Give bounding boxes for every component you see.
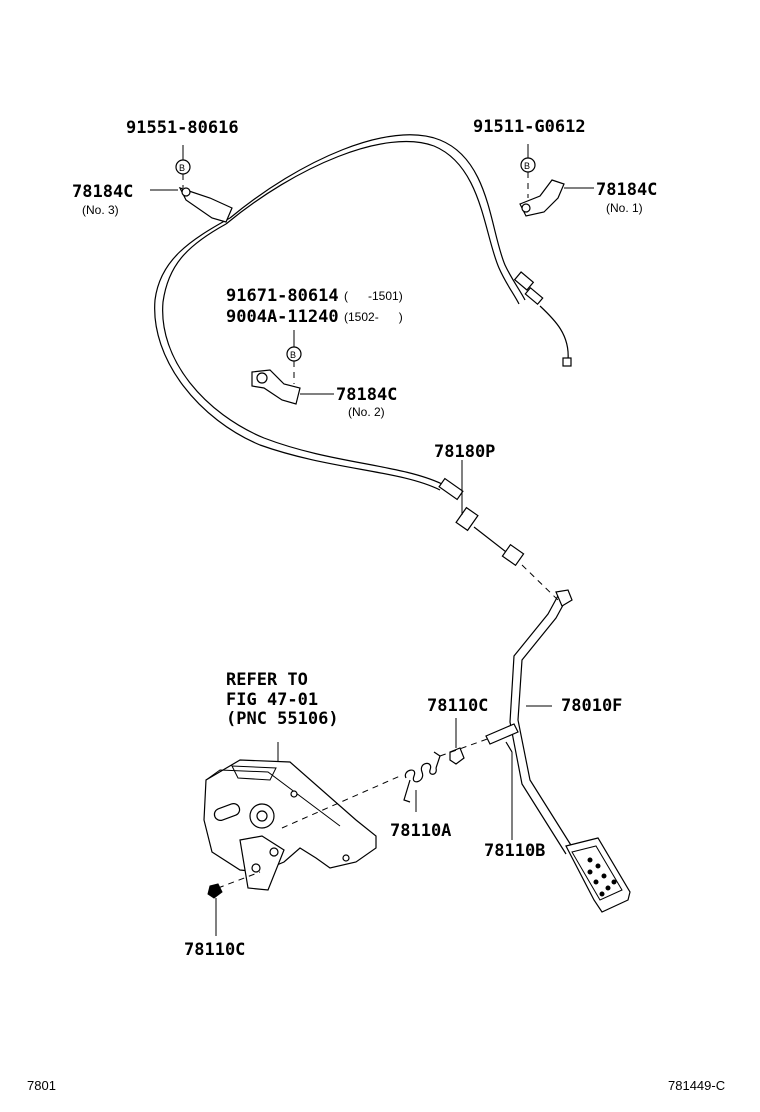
- label-clamp-no1-sub: (No. 1): [606, 201, 643, 215]
- label-pedal: 78010F: [561, 696, 622, 716]
- label-clamp-no3: 78184C: [72, 182, 133, 202]
- accelerator-pedal-assembly: [485, 589, 631, 913]
- pedal-bushing: [449, 718, 465, 765]
- footer-left: 7801: [27, 1078, 56, 1093]
- label-refer-line2: FIG 47-01: [226, 690, 318, 710]
- bolt-mark-b-no3: [175, 159, 191, 175]
- label-clamp-no2: 78184C: [336, 385, 397, 405]
- label-bolt-no1: 91511-G0612: [473, 117, 586, 137]
- label-nut: 78110C: [184, 940, 245, 960]
- label-refer-line3: (PNC 55106): [226, 709, 339, 729]
- cable-clamp-no2: [251, 330, 334, 405]
- bracket-nut: [207, 883, 223, 936]
- label-clamp-no2-sub: (No. 2): [348, 405, 385, 419]
- part-labels: 91551-80616 78184C (No. 3) B 91511-G0612…: [27, 117, 725, 1093]
- label-bolt-no2-a: 91671-80614: [226, 286, 339, 306]
- label-bolt-no2-a-range: ( -1501): [344, 289, 403, 303]
- label-bolt-no2-b-range: (1502- ): [344, 310, 403, 324]
- label-bolt-no3: 91551-80616: [126, 118, 239, 138]
- mark-b-no3: B: [179, 163, 185, 173]
- label-clamp-no1: 78184C: [596, 180, 657, 200]
- pedal-bracket: [203, 737, 491, 891]
- label-clamp-no3-sub: (No. 3): [82, 203, 119, 217]
- accelerator-cable: [154, 134, 572, 601]
- label-bushing: 78110C: [427, 696, 488, 716]
- label-spring: 78110A: [390, 821, 451, 841]
- bolt-mark-b-no2: [286, 346, 302, 362]
- mark-b-no1: B: [524, 161, 530, 171]
- label-cable: 78180P: [434, 442, 495, 462]
- label-stopper: 78110B: [484, 841, 545, 861]
- bolt-mark-b-no1: [520, 157, 536, 173]
- label-bolt-no2-b: 9004A-11240: [226, 307, 339, 327]
- return-spring: [403, 751, 441, 812]
- cable-clamp-no3: [150, 145, 233, 223]
- footer-right: 781449-C: [668, 1078, 725, 1093]
- mark-b-no2: B: [290, 350, 296, 360]
- label-refer-line1: REFER TO: [226, 670, 308, 690]
- cable-clamp-no1: [519, 144, 594, 217]
- pedal-stopper: [505, 741, 513, 840]
